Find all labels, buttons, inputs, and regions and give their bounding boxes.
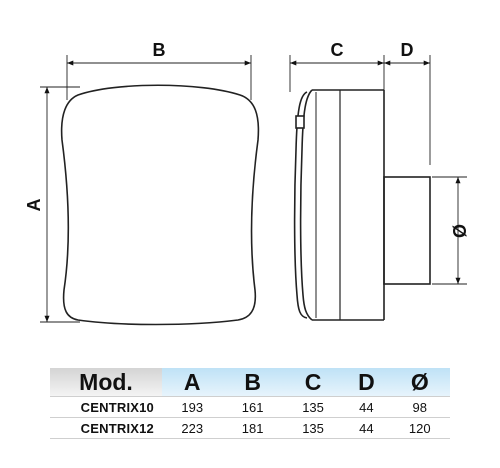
row-model: CENTRIX12 [50, 417, 162, 439]
row-value-a: 193 [162, 396, 223, 418]
dimension-b: B [66, 40, 252, 100]
header-diameter: Ø [389, 368, 450, 397]
label-diameter: Ø [450, 224, 470, 238]
cover-grip [295, 115, 305, 129]
header-model: Mod. [50, 368, 162, 397]
row-value-d: 44 [343, 396, 390, 418]
dimension-d: D [384, 40, 431, 165]
header-d: D [343, 368, 390, 397]
label-c: C [331, 40, 344, 60]
row-value-a: 223 [162, 417, 223, 439]
table-row: CENTRIX12 223 181 135 44 120 [50, 417, 450, 439]
technical-drawing: A B C D Ø [24, 40, 470, 326]
label-b: B [153, 40, 166, 60]
row-value-b: 181 [222, 417, 283, 439]
header-b: B [222, 368, 283, 397]
row-model: CENTRIX10 [50, 396, 162, 418]
row-value-diameter: 120 [389, 417, 450, 439]
label-a: A [24, 199, 44, 212]
label-d: D [401, 40, 414, 60]
front-view [60, 84, 260, 326]
duct-spigot [383, 176, 431, 285]
table-row: CENTRIX10 193 161 135 44 98 [50, 396, 450, 418]
header-c: C [282, 368, 344, 397]
table-header-row: Mod. A B C D Ø [50, 368, 450, 397]
row-value-d: 44 [343, 417, 390, 439]
row-value-b: 161 [222, 396, 283, 418]
spec-table: Mod. A B C D Ø CENTRIX10 193 161 135 44 … [50, 368, 450, 439]
front-panel-outline [60, 84, 260, 326]
dimension-c: C [289, 40, 385, 92]
dimension-a: A [24, 86, 80, 323]
row-value-c: 135 [282, 396, 344, 418]
side-view [293, 89, 431, 321]
row-value-c: 135 [282, 417, 344, 439]
dimension-diameter: Ø [432, 176, 470, 285]
header-a: A [162, 368, 223, 397]
cover-profile [293, 91, 308, 319]
row-value-diameter: 98 [389, 396, 450, 418]
